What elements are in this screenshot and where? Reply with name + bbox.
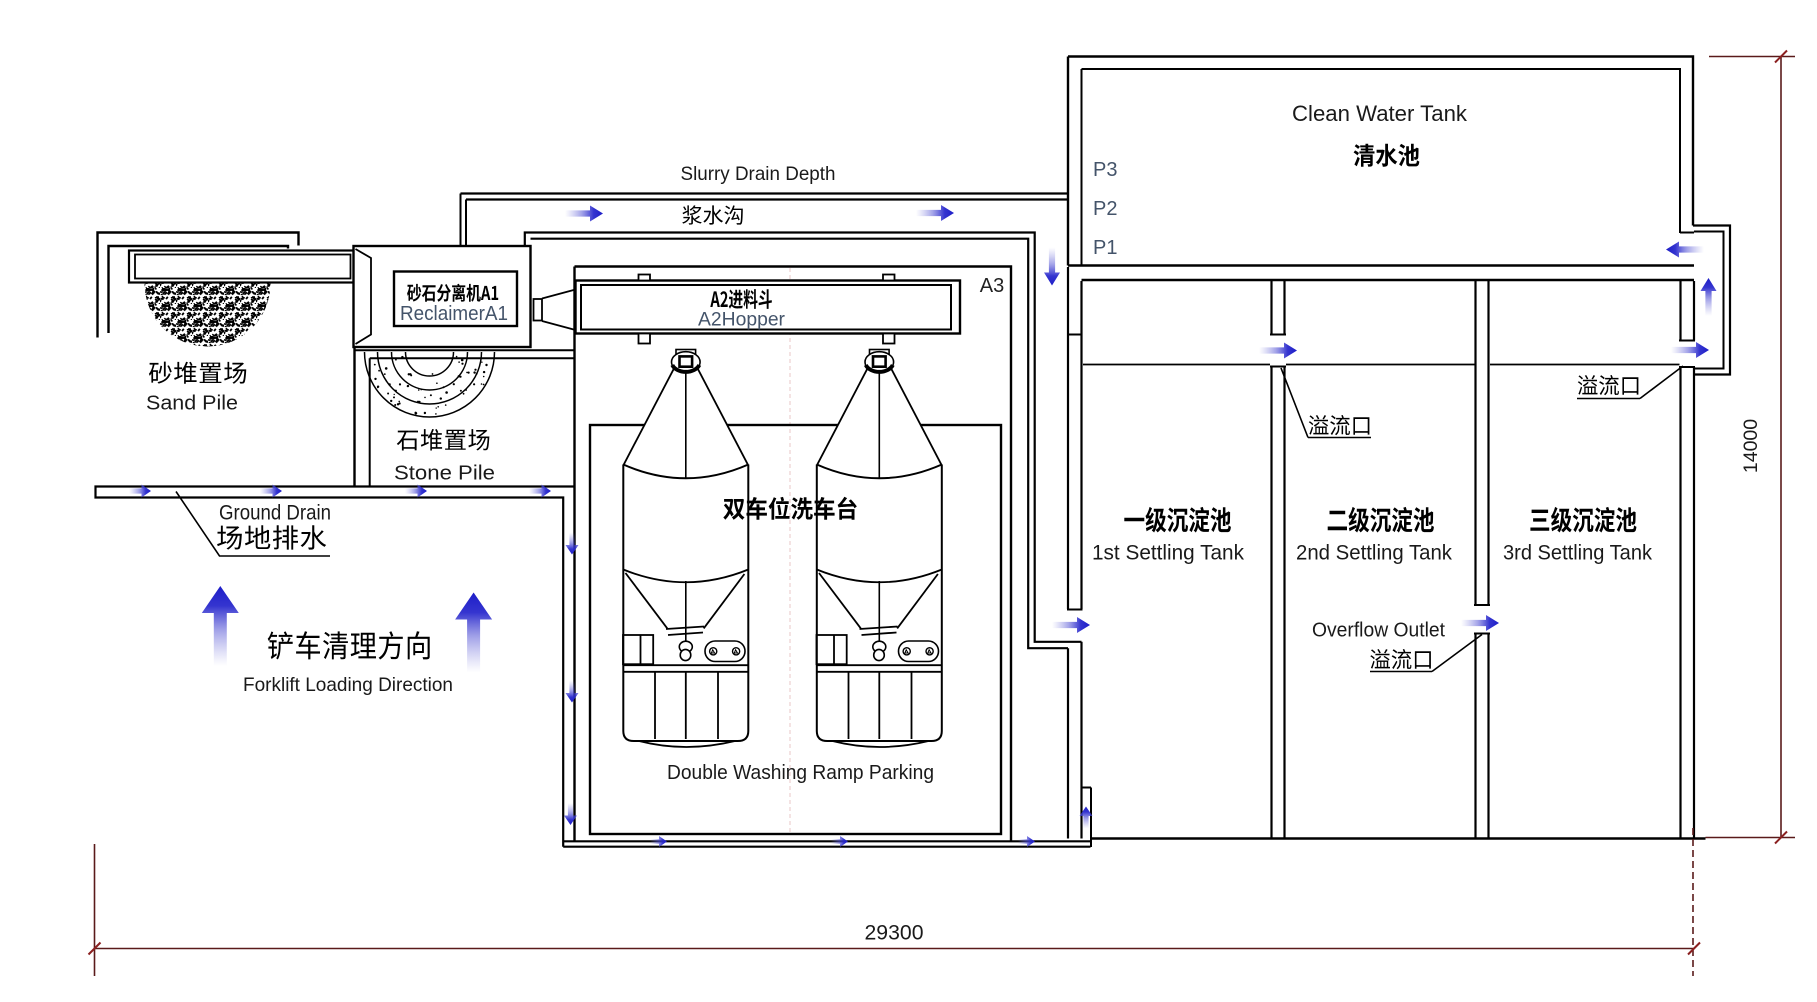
svg-text:Double Washing Ramp Parking: Double Washing Ramp Parking — [667, 762, 934, 784]
svg-text:P3: P3 — [1093, 159, 1117, 181]
svg-text:29300: 29300 — [865, 922, 924, 945]
svg-text:Forklift Loading Direction: Forklift Loading Direction — [243, 674, 453, 696]
svg-text:3rd Settling Tank: 3rd Settling Tank — [1503, 542, 1652, 565]
svg-text:Stone Pile: Stone Pile — [394, 463, 495, 485]
svg-text:P1: P1 — [1093, 237, 1117, 259]
svg-text:ReclaimerA1: ReclaimerA1 — [400, 303, 508, 325]
svg-text:A2Hopper: A2Hopper — [698, 310, 786, 331]
svg-text:A3: A3 — [980, 275, 1004, 297]
svg-text:Slurry Drain Depth: Slurry Drain Depth — [681, 163, 836, 185]
svg-text:Clean Water Tank: Clean Water Tank — [1292, 101, 1468, 126]
svg-text:1st Settling Tank: 1st Settling Tank — [1092, 542, 1244, 565]
svg-text:Ground Drain: Ground Drain — [219, 502, 331, 525]
svg-text:P2: P2 — [1093, 198, 1117, 220]
svg-text:2nd Settling Tank: 2nd Settling Tank — [1296, 542, 1452, 565]
svg-text:14000: 14000 — [1740, 419, 1762, 473]
svg-text:Overflow Outlet: Overflow Outlet — [1312, 620, 1445, 642]
svg-text:Sand Pile: Sand Pile — [146, 393, 238, 415]
